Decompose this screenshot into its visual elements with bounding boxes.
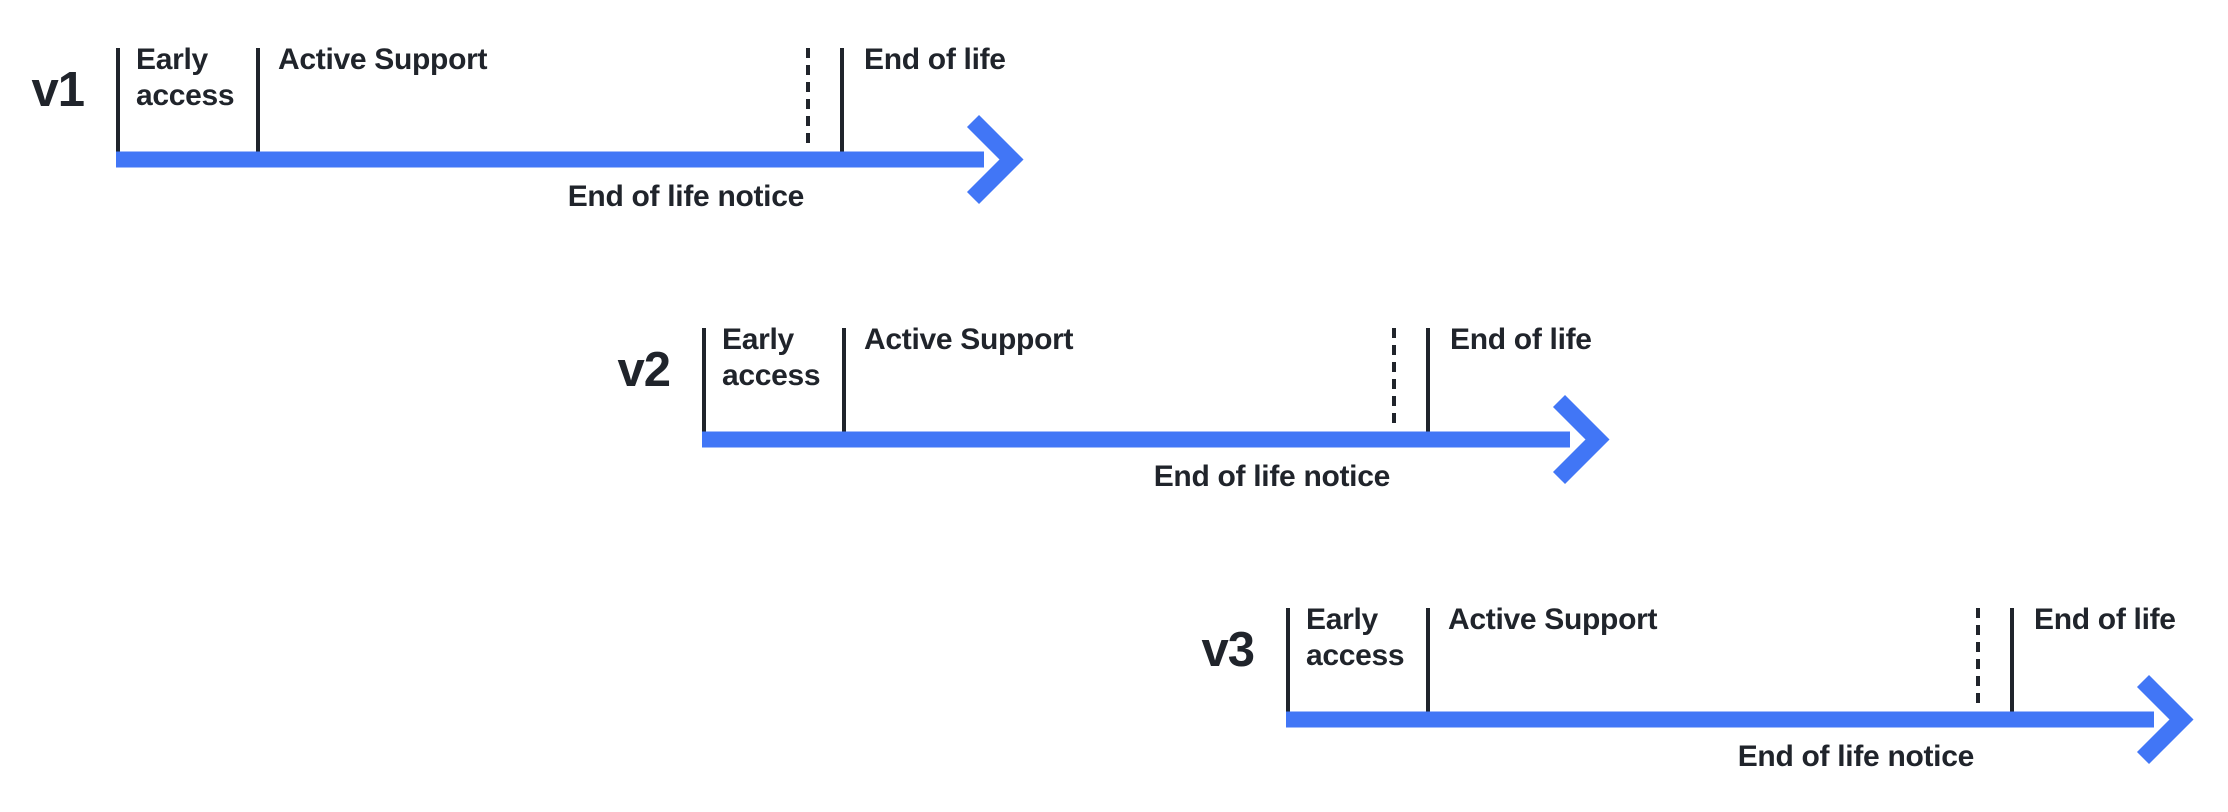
- eol-notice-dashed-tick: [806, 48, 810, 147]
- end-of-life-label: End of life: [864, 43, 1006, 76]
- active-support-label: Active Support: [864, 323, 1074, 356]
- active-support-label: Active Support: [1448, 603, 1658, 636]
- active-support-start-tick: [842, 328, 846, 432]
- end-of-life-notice-label: End of life notice: [1153, 460, 1391, 493]
- arrow-shaft: [1286, 711, 2154, 728]
- arrow-head-chevron-icon: [966, 114, 1024, 205]
- end-of-life-tick: [1426, 328, 1430, 432]
- eol-notice-dashed-tick: [1392, 328, 1396, 427]
- eol-notice-dashed-tick: [1976, 608, 1980, 707]
- version-label-v1: v1: [31, 63, 85, 117]
- version-label-v3: v3: [1201, 623, 1255, 677]
- arrow-head-chevron-icon: [2136, 674, 2194, 765]
- early-access-label: Early access: [1306, 603, 1405, 672]
- early-access-label: Early access: [136, 43, 235, 112]
- timeline-arrow: [1286, 674, 2194, 765]
- timeline-arrow: [116, 114, 1024, 205]
- timeline-arrow: [702, 394, 1610, 485]
- timeline-v3: v3 Early access Active Support End of li…: [1201, 603, 2226, 783]
- active-support-label: Active Support: [278, 43, 488, 76]
- arrow-shaft: [116, 151, 984, 168]
- active-support-start-tick: [1426, 608, 1430, 712]
- arrow-shaft: [702, 431, 1570, 448]
- early-access-label: Early access: [722, 323, 821, 392]
- end-of-life-tick: [840, 48, 844, 152]
- end-of-life-label: End of life: [1450, 323, 1592, 356]
- timeline-v1: v1 Early access Active Support End of li…: [31, 43, 1056, 223]
- arrow-head-chevron-icon: [1552, 394, 1610, 485]
- early-access-start-tick: [1286, 608, 1290, 712]
- timeline-v2: v2 Early access Active Support End of li…: [617, 323, 1642, 503]
- end-of-life-tick: [2010, 608, 2014, 712]
- end-of-life-label: End of life: [2034, 603, 2176, 636]
- version-label-v2: v2: [617, 343, 671, 397]
- active-support-start-tick: [256, 48, 260, 152]
- end-of-life-notice-label: End of life notice: [1737, 740, 1975, 773]
- early-access-start-tick: [116, 48, 120, 152]
- early-access-start-tick: [702, 328, 706, 432]
- end-of-life-notice-label: End of life notice: [567, 180, 805, 213]
